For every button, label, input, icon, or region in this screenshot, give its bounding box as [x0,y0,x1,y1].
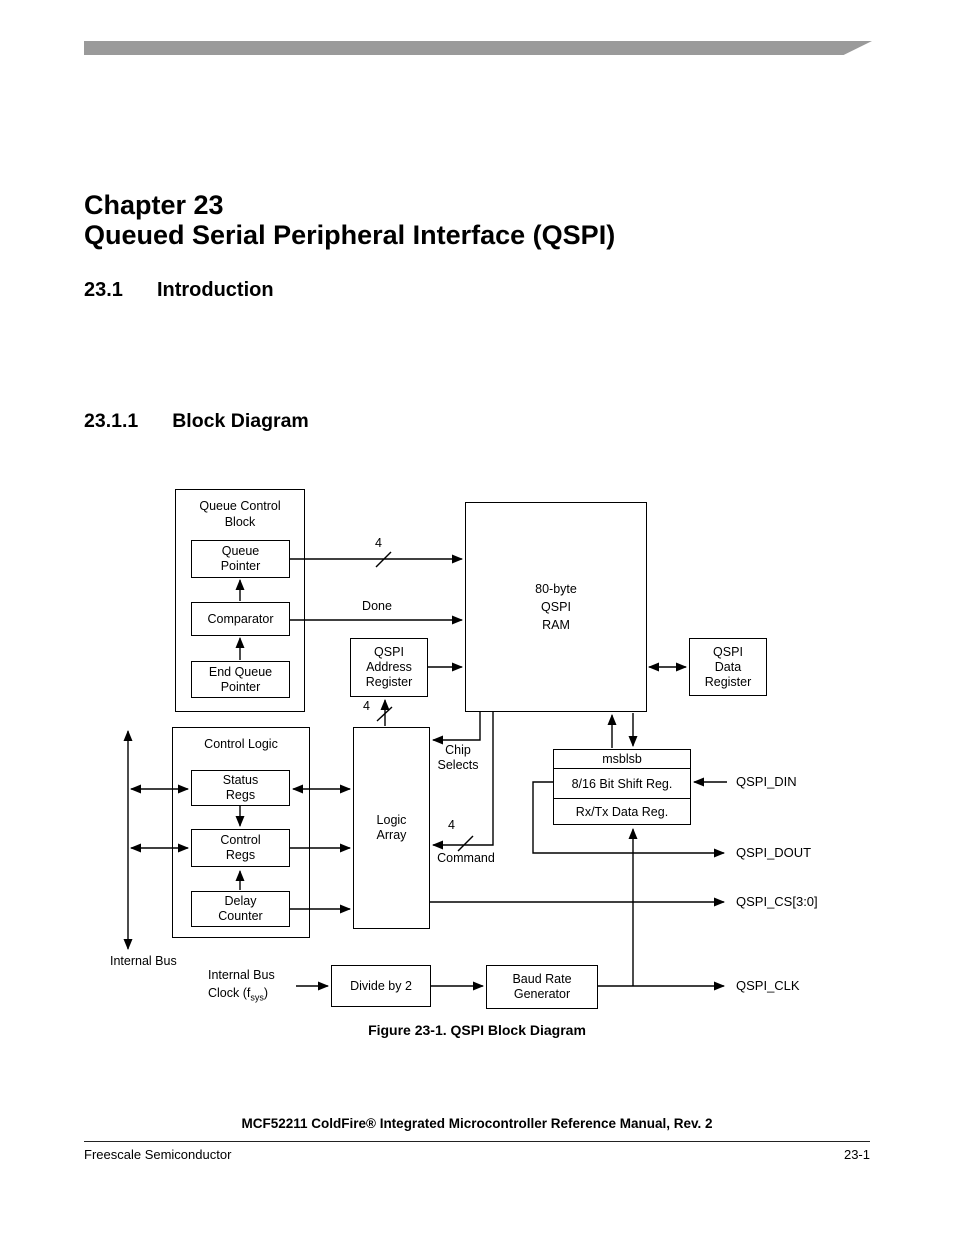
box-queue-control-block: Queue Control Block [175,489,305,712]
label-qspi-dout: QSPI_DOUT [736,845,812,860]
footer-company: Freescale Semiconductor [84,1147,232,1162]
section-number: 23.1 [84,279,123,301]
box-queue-pointer: Queue Pointer [191,540,290,578]
chapter-number-line: Chapter 23 [84,190,224,220]
chapter-title: Chapter 23 Queued Serial Peripheral Inte… [84,190,615,250]
label-done: Done [362,599,392,613]
header-decorative-bar [84,41,872,55]
msb-lsb-strip: msb lsb [554,750,690,768]
box-status-regs: Status Regs [191,770,290,806]
box-qspi-data-register: QSPI Data Register [689,638,767,696]
label-bus-width-queue: 4 [375,536,382,550]
box-baud-rate-generator: Baud Rate Generator [486,965,598,1009]
footer-rule [84,1141,870,1142]
section-title: Introduction [156,279,274,301]
internal-bus-clock-line2: Clock (fsys) [208,986,269,1003]
box-shift-reg: 8/16 Bit Shift Reg. [554,768,690,798]
section-heading-introduction: 23.1 Introduction [84,279,274,302]
box-comparator: Comparator [191,602,290,636]
figure-caption: Figure 23-1. QSPI Block Diagram [368,1022,586,1038]
label-chip-selects: Chip Selects [437,743,479,772]
box-qspi-ram: 80-byte QSPI RAM [465,502,647,712]
box-logic-array: Logic Array [353,727,430,929]
label-internal-bus-clock: Internal Bus Clock (fsys) [208,966,275,1007]
box-control-logic: Control Logic [172,727,310,938]
label-qspi-clk: QSPI_CLK [736,978,800,993]
label-qspi-din: QSPI_DIN [736,774,797,789]
label-command: Command [437,851,495,865]
box-control-regs: Control Regs [191,829,290,867]
box-delay-counter: Delay Counter [191,891,290,927]
section-number: 23.1.1 [84,410,139,432]
label-bus-width-command: 4 [448,818,455,832]
internal-bus-clock-line1: Internal Bus [208,968,275,982]
footer-manual-title: MCF52211 ColdFire® Integrated Microcontr… [241,1116,713,1131]
section-title: Block Diagram [172,410,309,432]
box-shift-register-stack: msb lsb 8/16 Bit Shift Reg. Rx/Tx Data R… [553,749,691,825]
box-divide-by-2: Divide by 2 [331,965,431,1007]
chapter-name-line: Queued Serial Peripheral Interface (QSPI… [84,220,616,250]
label-internal-bus: Internal Bus [110,954,177,968]
label-qspi-cs: QSPI_CS[3:0] [736,894,818,909]
section-heading-block-diagram: 23.1.1 Block Diagram [84,410,309,433]
footer-page-number: 23-1 [843,1147,870,1162]
label-bus-width-address: 4 [363,699,370,713]
label-lsb: lsb [625,752,642,766]
box-rxtx-data-reg: Rx/Tx Data Reg. [554,798,690,824]
box-qspi-address-register: QSPI Address Register [350,638,428,697]
box-end-queue-pointer: End Queue Pointer [191,661,290,698]
label-msb: msb [602,752,626,766]
